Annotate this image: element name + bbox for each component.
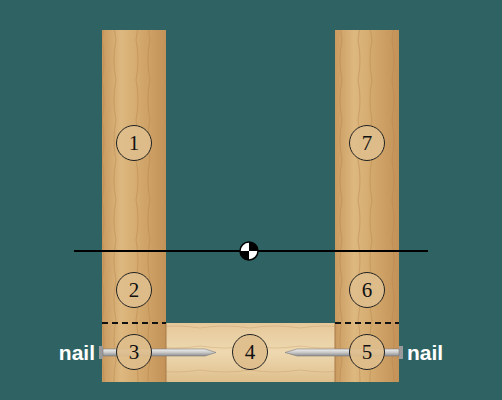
part-label: nail: [59, 342, 95, 363]
callout-number: 6: [362, 280, 373, 301]
right-plank: [335, 30, 399, 382]
callout-number: 1: [129, 133, 140, 154]
wood-grain: [102, 30, 166, 382]
callout-circle: 3: [116, 334, 152, 370]
callout-circle: 4: [232, 334, 268, 370]
callout-number: 4: [245, 342, 256, 363]
center-of-mass-symbol: [240, 242, 258, 260]
part-label: nail: [407, 342, 443, 363]
callout-number: 7: [362, 133, 373, 154]
callout-number: 5: [362, 342, 373, 363]
left-plank: [102, 30, 166, 382]
callout-number: 2: [129, 280, 140, 301]
dashed-division: [335, 322, 399, 324]
callout-circle: 6: [349, 272, 385, 308]
callout-circle: 2: [116, 272, 152, 308]
right-nail: [285, 346, 403, 359]
wood-grain: [335, 30, 399, 382]
callout-number: 3: [129, 342, 140, 363]
callout-circle: 5: [349, 334, 385, 370]
callout-circle: 7: [349, 125, 385, 161]
callout-circle: 1: [116, 125, 152, 161]
dashed-division: [102, 322, 166, 324]
